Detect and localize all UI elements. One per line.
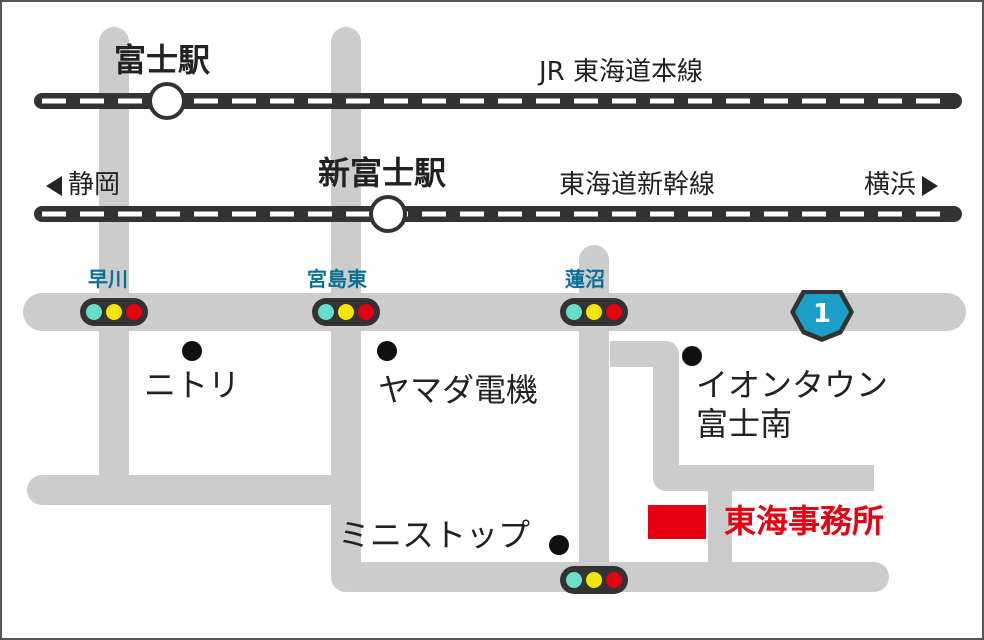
yamada-label: ヤマダ電機 [378,371,539,409]
arrow-right-icon [922,175,939,196]
aeon-label-line1: イオンタウン [696,366,889,404]
yamada-marker [377,341,397,361]
aeon-marker [682,346,702,366]
aeon-label-line2: 富士南 [696,405,793,443]
shin-fuji-station-marker [369,195,407,233]
traffic-signal-hayakawa [80,298,148,326]
direction-shizuoka: 静岡 [46,172,120,198]
road-aeon [610,341,874,491]
office-label: 東海事務所 [724,502,885,540]
signal-hayakawa-label: 早川 [88,267,128,291]
signal-miyajima-higashi-label: 宮島東 [307,267,367,291]
rail-shinkansen [34,195,962,233]
direction-yokohama: 横浜 [864,170,939,200]
traffic-signal-miyajima-higashi [312,298,380,326]
arrow-left-icon [46,175,62,196]
nitori-marker [182,341,202,361]
signal-hasunuma-label: 蓮沼 [565,267,605,291]
office-marker [648,505,706,539]
jr-line-label: JR 東海道本線 [539,57,703,87]
fuji-station-label: 富士駅 [114,41,211,79]
traffic-signal-hasunuma [560,298,628,326]
route-1-shield-icon: 1 [790,290,854,342]
ministop-label: ミニストップ [338,516,531,554]
shinkansen-line-label: 東海道新幹線 [559,170,716,200]
ministop-marker [549,535,569,555]
route-1-number: 1 [813,299,831,329]
traffic-signal-bottom [560,566,628,594]
shin-fuji-station-label: 新富士駅 [318,154,447,192]
direction-shizuoka-text: 静岡 [68,170,121,200]
direction-yokohama-text: 横浜 [864,170,917,200]
fuji-station-marker [148,82,186,120]
nitori-label: ニトリ [144,366,241,404]
rail-jr [34,82,962,120]
